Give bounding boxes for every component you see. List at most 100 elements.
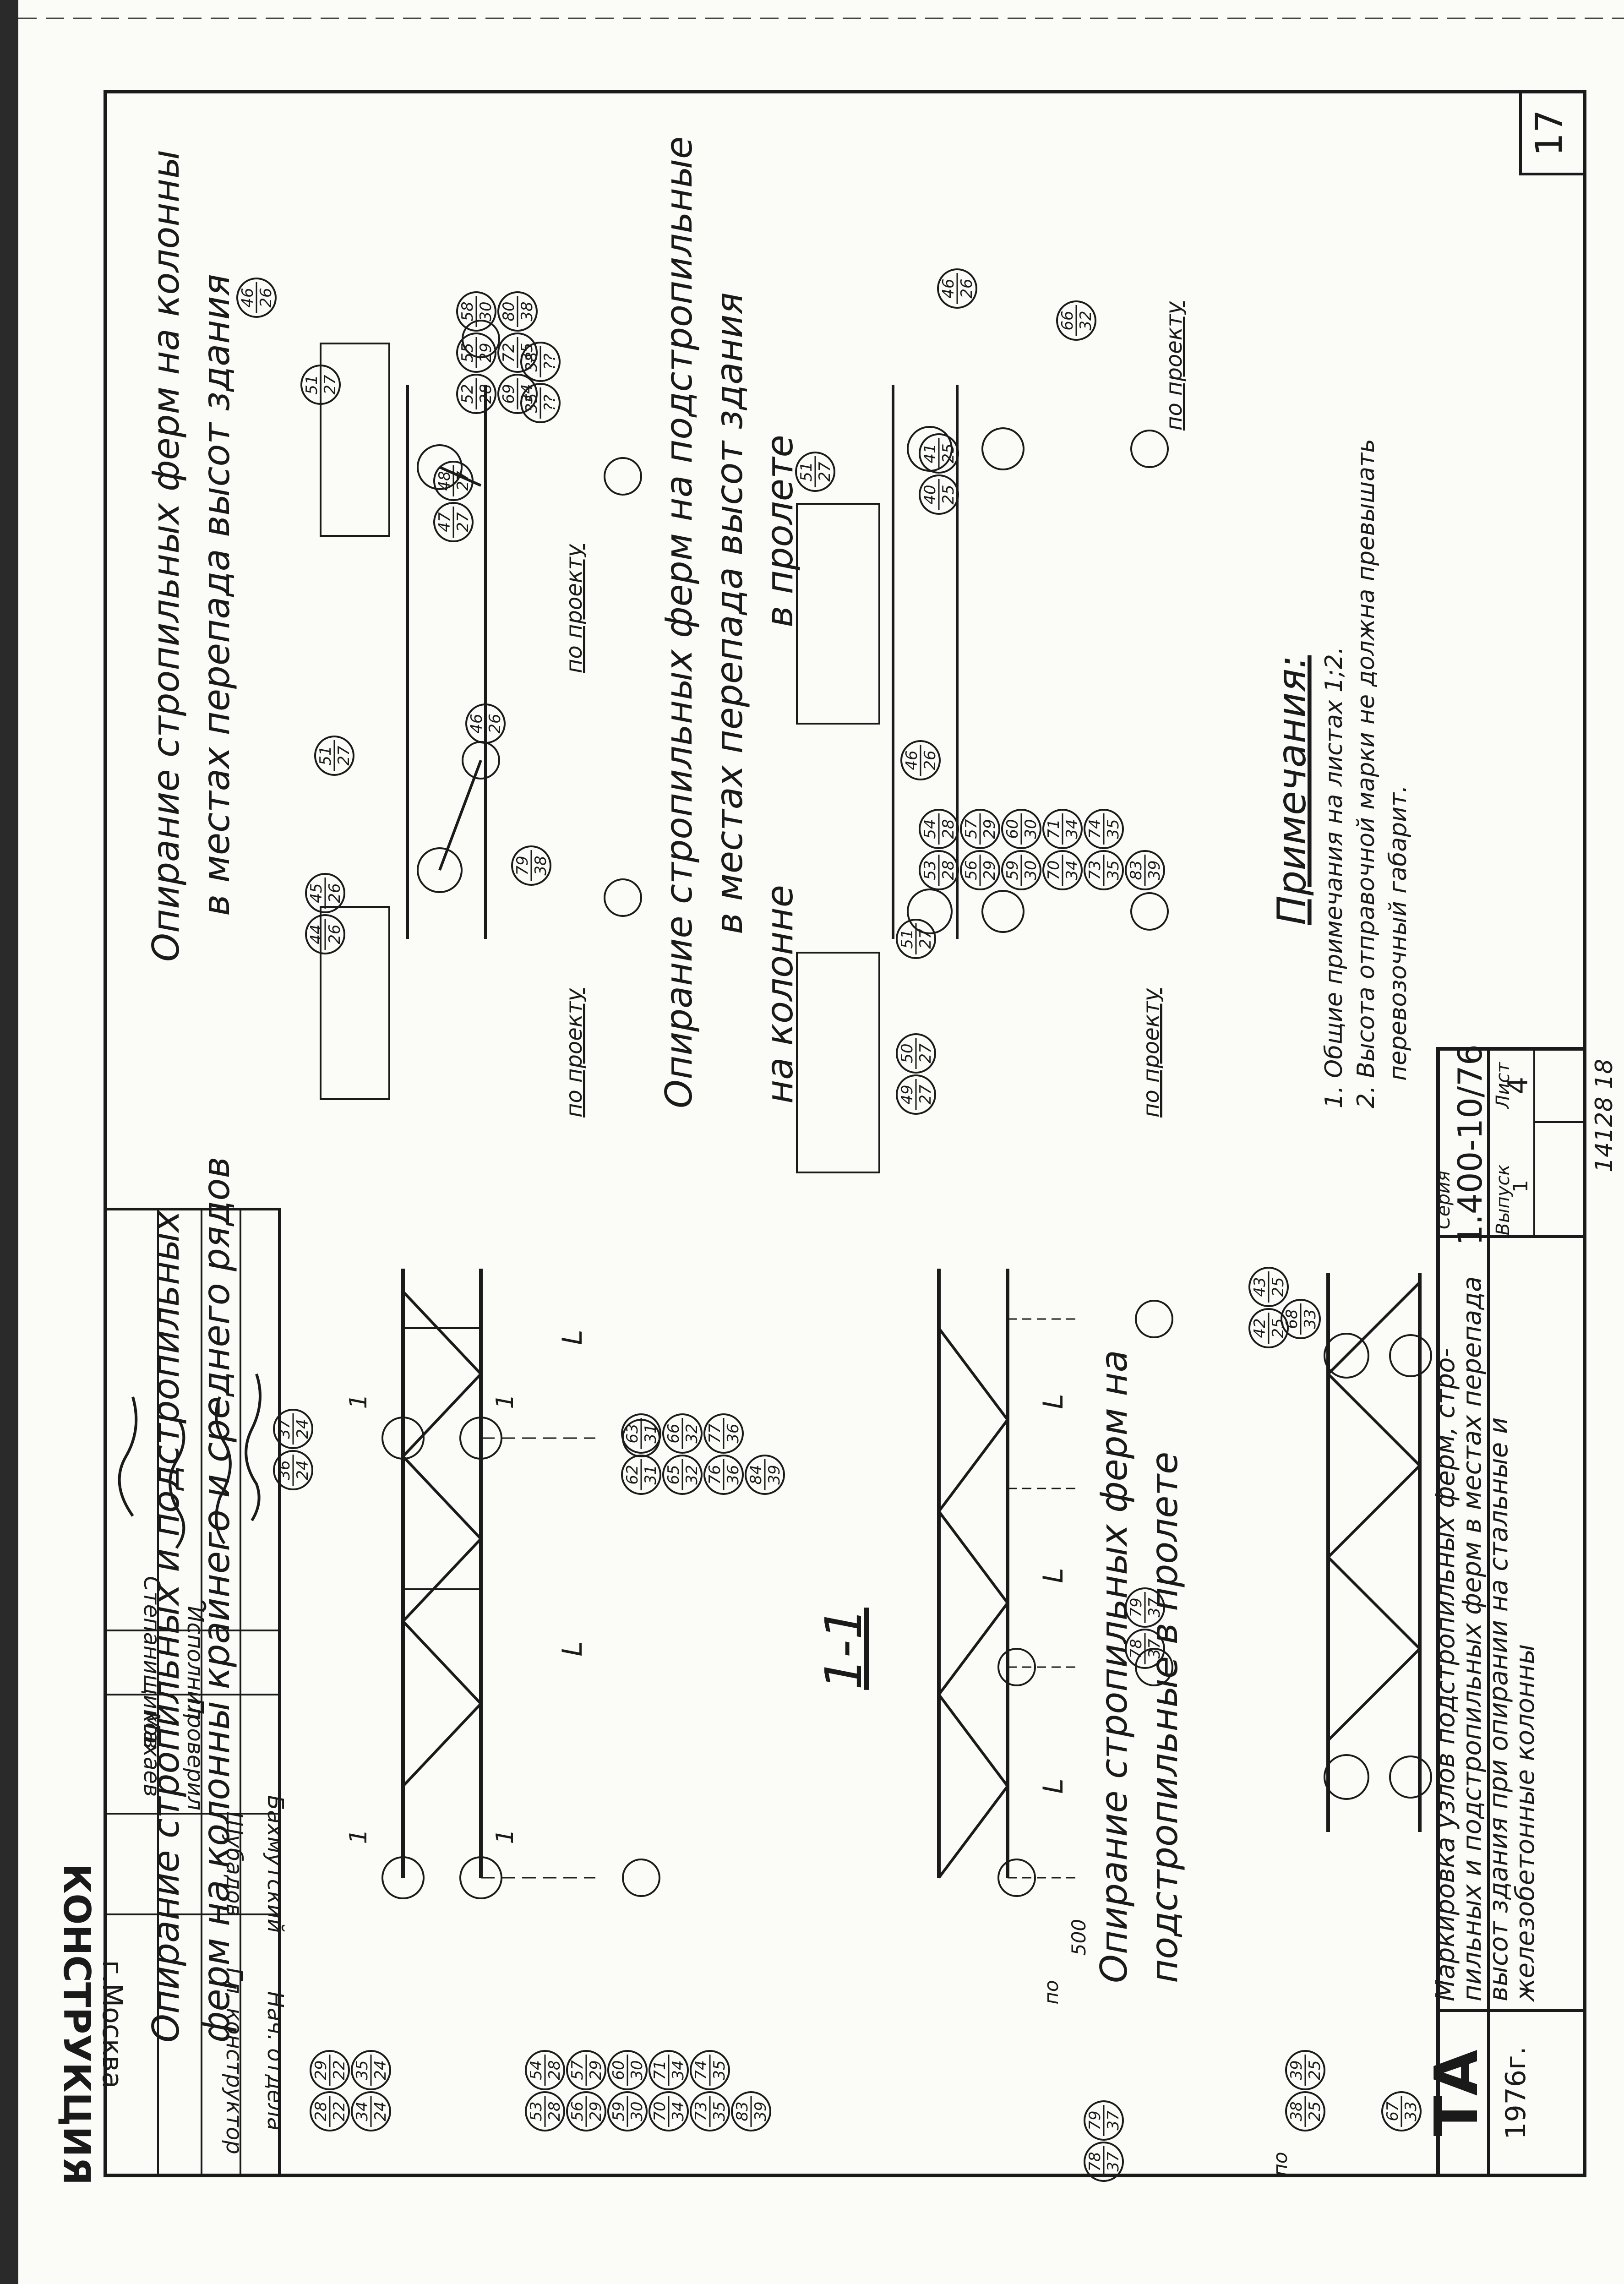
mark-circle-outline [456, 333, 496, 373]
label-po-proektu-1: по проекту [561, 988, 587, 1117]
mark-sheet-ref: 26 [958, 278, 976, 298]
label-po-proektu-3: по проекту [1139, 988, 1164, 1117]
dim-l-5: L [1037, 1394, 1069, 1409]
mark-sheet-ref: 36 [724, 1423, 742, 1443]
mark-sheet-ref: 26 [257, 288, 275, 307]
mark-number: 37 [275, 1419, 294, 1439]
mark-circle-outline [1248, 1267, 1289, 1307]
mark-circle-outline [1001, 809, 1041, 849]
mark-circle-outline [937, 268, 977, 309]
mark-number: 50 [898, 1043, 916, 1063]
heading-section: 1-1 [814, 1608, 873, 1690]
mark-number: 76 [706, 1465, 724, 1484]
mark-circle-outline [1084, 2100, 1124, 2141]
mark-number: 29 [312, 2060, 330, 2080]
mark-number: 46 [239, 288, 257, 307]
heading-right-mid-3: на колонне [758, 885, 801, 1104]
truss-middle-left [937, 1269, 1173, 1897]
mark-circle-outline [314, 736, 354, 776]
mark-sheet-ref: 31 [642, 1465, 660, 1484]
issue-label: Выпуск [1493, 1165, 1514, 1236]
truss-bottom-left [1324, 1273, 1432, 1832]
cut-mark-1: 1 [345, 1829, 372, 1844]
mark-circle-outline [1285, 2050, 1325, 2090]
mark-sheet-ref: 32 [1077, 311, 1095, 330]
mark-sheet-ref: 24 [371, 2101, 390, 2121]
mark-number: 59 [610, 2101, 628, 2121]
series-value: 1.400-10/76 [1451, 1044, 1489, 1246]
stamp-role-4: Махаев [139, 1712, 164, 1797]
mark-sheet-ref: 35 [1104, 860, 1123, 880]
mark-sheet-ref: 29 [981, 819, 999, 839]
note-2: 2. Высота отправочной марки не должна пр… [1352, 439, 1380, 1108]
mark-sheet-ref: 27 [335, 746, 353, 766]
title-org-short: ТА [1422, 2050, 1491, 2136]
heading-right-top-2: в местах перепада высот здания [195, 274, 238, 916]
note-3: перевозочный габарит. [1384, 785, 1412, 1081]
mark-circle-outline [703, 1455, 744, 1495]
mark-circle-outline [731, 2091, 771, 2131]
mark-number: 35 [523, 393, 541, 413]
mark-sheet-ref: 25 [1306, 2060, 1324, 2080]
mark-sheet-ref: 29 [477, 343, 495, 362]
signature [245, 1374, 262, 1521]
mark-circle-outline [1042, 850, 1083, 890]
mark-sheet-ref: 37 [1145, 1597, 1164, 1618]
mark-number: 54 [921, 819, 939, 839]
mark-sheet-ref: 30 [1022, 819, 1040, 839]
mark-circle-outline [621, 1455, 661, 1495]
truss-mid-right [796, 385, 1169, 1173]
stamp-org-label: КОНСТРУКЦИЯ [55, 1864, 98, 2185]
mark-sheet-ref: 30 [477, 301, 495, 321]
mark-circle-outline [525, 2050, 565, 2090]
mark-number: 38 [523, 352, 541, 371]
mark-sheet-ref: 39 [752, 2101, 770, 2121]
mark-circle-outline [919, 433, 959, 474]
mark-sheet-ref: 26 [486, 714, 504, 733]
mark-number: 80 [500, 301, 518, 321]
mark-circle-outline [690, 2091, 730, 2131]
mark-number: 53 [921, 860, 939, 880]
mark-sheet-ref: 35 [710, 2060, 729, 2080]
mark-circle-outline [1056, 300, 1096, 341]
mark-circle-outline [351, 2050, 391, 2090]
mark-number: 78 [1086, 2152, 1104, 2171]
stamp-role-1: Нач. отдела [262, 1991, 288, 2131]
mark-number: 46 [903, 750, 921, 770]
page-number: 17 [1528, 109, 1570, 156]
mark-number: 44 [307, 924, 326, 944]
mark-circle-outline [1125, 1629, 1165, 1669]
title-line-3: высот здания при опирании на стальные и [1484, 1417, 1514, 2001]
stamp-name-3: Исполнил [182, 1606, 208, 1719]
mark-circle-outline [649, 2091, 689, 2131]
mark-circle-outline [919, 850, 959, 890]
dim-l-1: L [556, 1641, 589, 1656]
sheet-value: 4 [1502, 1077, 1534, 1094]
issue-value: 1 [1509, 1180, 1532, 1193]
heading-left-top-2: ферм на колонны крайнего и среднего рядо… [195, 1157, 238, 2043]
mark-sheet-ref: 25 [1306, 2101, 1324, 2121]
mark-number: 77 [706, 1423, 724, 1444]
